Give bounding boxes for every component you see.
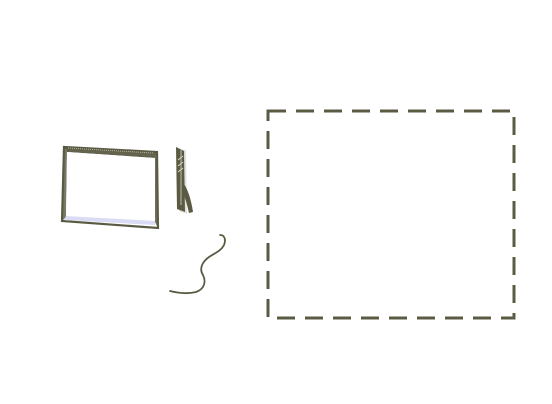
monitor-left-bezel <box>62 147 67 221</box>
monitor-top-bezel <box>64 147 157 158</box>
tower-vent-3 <box>177 167 184 173</box>
tower-vent-1 <box>177 155 184 161</box>
monitor-bottom-glow <box>64 216 155 225</box>
tower-foot <box>182 184 193 213</box>
tower-side-icon <box>176 147 193 214</box>
power-cable-icon <box>169 234 226 294</box>
tower-vent-2 <box>177 161 184 167</box>
flat-monitor-icon <box>60 145 160 230</box>
monitor-right-bezel <box>155 152 158 228</box>
monitor-top-texture <box>67 147 155 154</box>
dashed-rectangle-icon <box>266 109 516 320</box>
monitor-screen <box>66 152 155 222</box>
